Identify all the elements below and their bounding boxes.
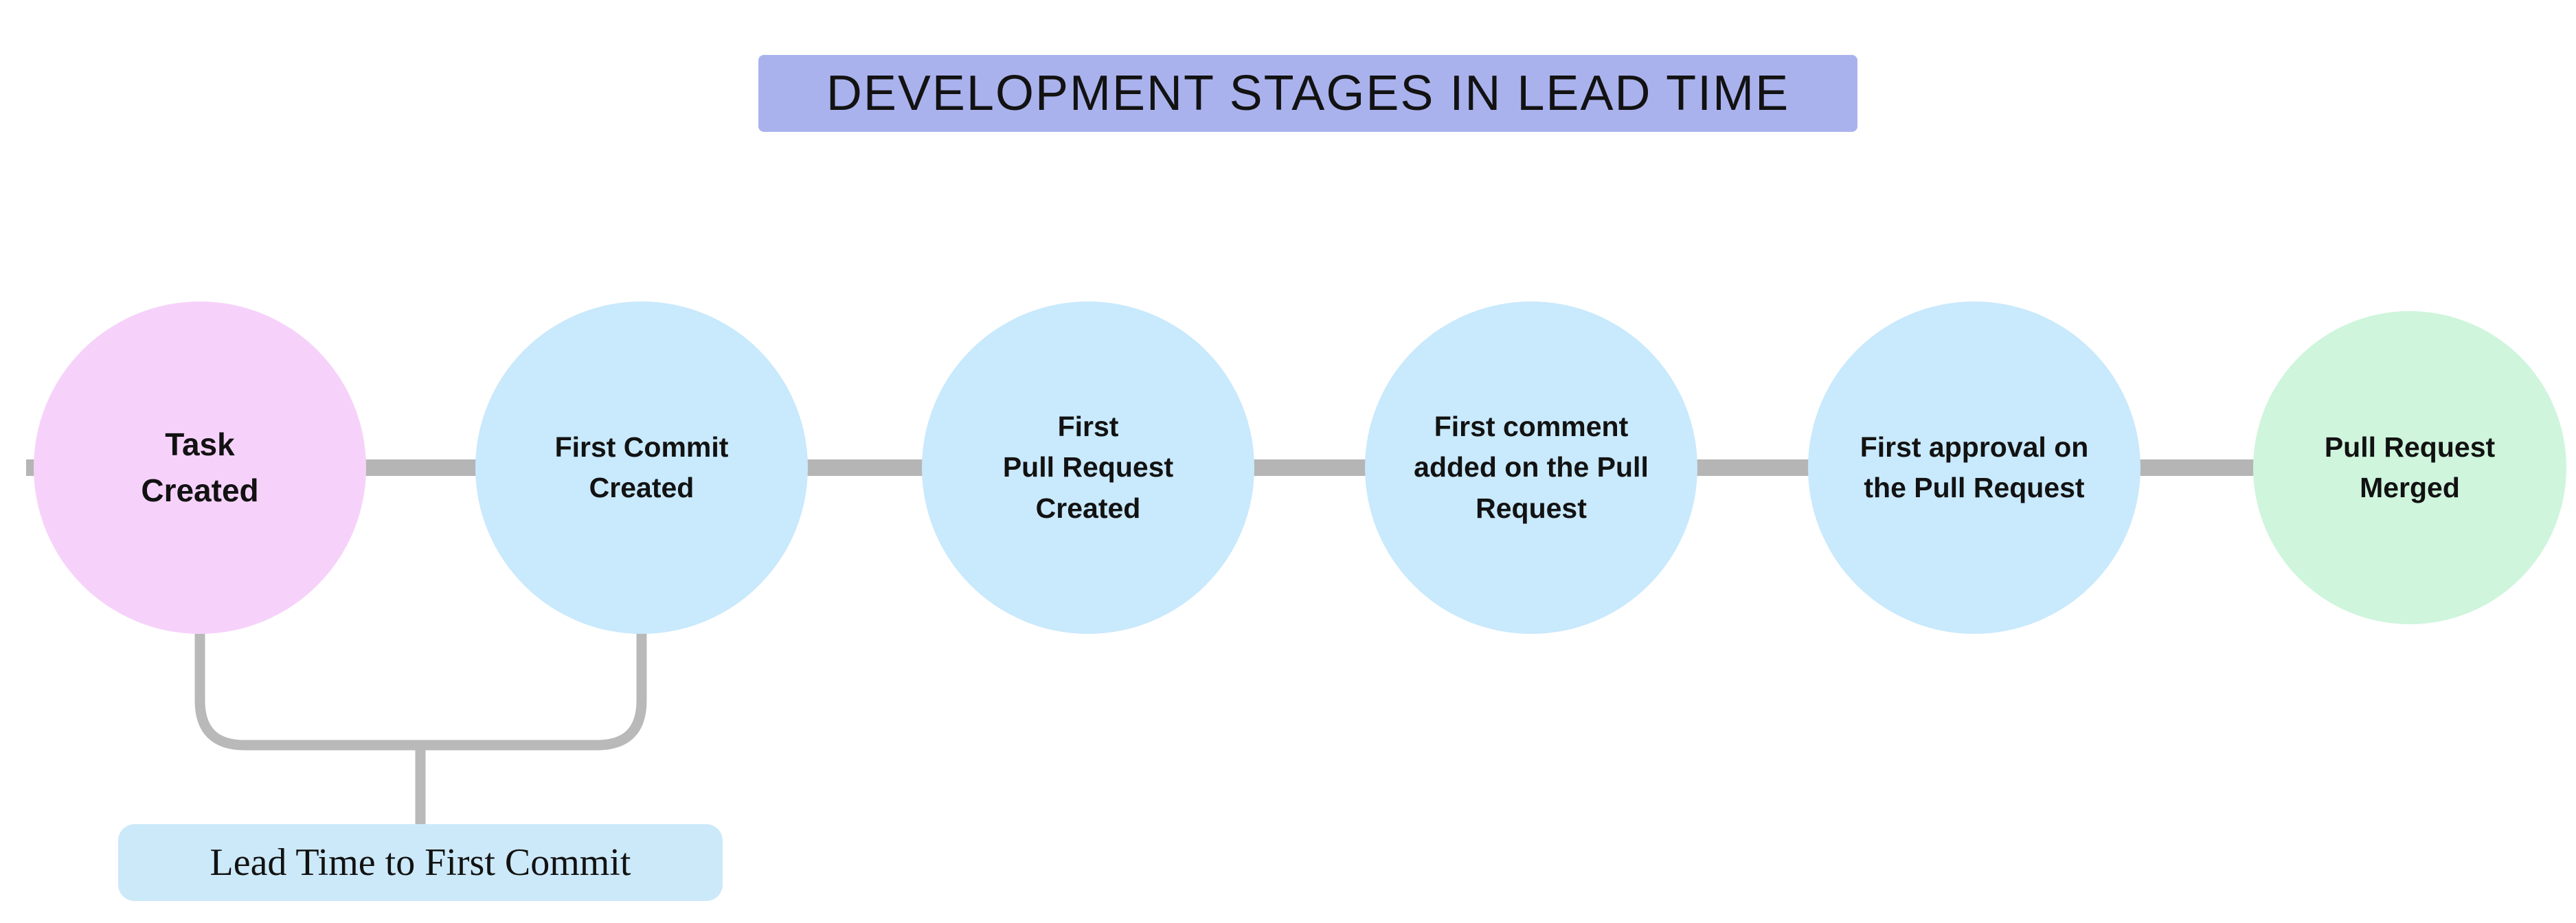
stage-circle-pull-request-merged: Pull Request Merged bbox=[2253, 311, 2566, 624]
stage-circle-first-commit-created: First Commit Created bbox=[475, 301, 808, 634]
stage-circle-first-comment-added: First comment added on the Pull Request bbox=[1365, 301, 1697, 634]
stage-circle-first-approval: First approval on the Pull Request bbox=[1808, 301, 2140, 634]
stage-circle-task-created: Task Created bbox=[34, 301, 366, 634]
lead-time-annotation: Lead Time to First Commit bbox=[118, 824, 723, 901]
diagram-title: DEVELOPMENT STAGES IN LEAD TIME bbox=[758, 55, 1857, 132]
bracket-curve bbox=[194, 632, 647, 751]
stage-circle-first-pull-request-created: First Pull Request Created bbox=[922, 301, 1254, 634]
